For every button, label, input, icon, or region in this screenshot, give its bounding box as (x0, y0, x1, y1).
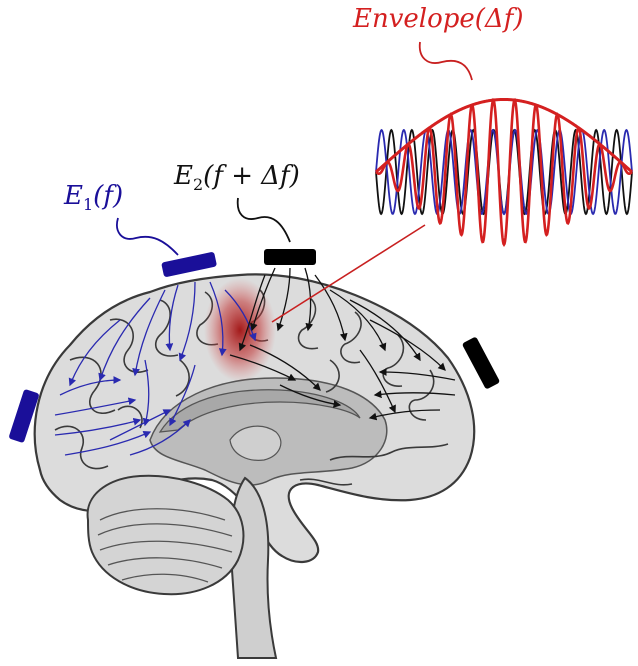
electrode-e2-top (264, 249, 316, 265)
electrode-e2-right (462, 337, 500, 389)
e2-label-main: E (174, 161, 193, 191)
e1-label-arg: (f) (93, 181, 124, 211)
electrode-e1-top (161, 252, 217, 277)
wave-e1 (375, 128, 633, 216)
electrodes (9, 249, 500, 443)
envelope-label: Envelope(Δf) (353, 6, 524, 32)
e2-label: E2(f + Δf) (174, 163, 300, 193)
focus-connector (271, 224, 426, 323)
brain (33, 273, 476, 659)
envelope-curve (374, 97, 634, 174)
e1-label-main: E (64, 181, 83, 211)
wave-sum (375, 97, 633, 248)
leader-lines (116, 41, 473, 256)
waveform (374, 97, 634, 248)
e2-label-arg: (f + Δf) (203, 161, 300, 191)
thalamus (229, 425, 282, 461)
leader-e2 (236, 197, 291, 243)
e1-label-sub: 1 (82, 195, 94, 214)
e2-label-sub: 2 (192, 175, 204, 194)
electrode-e1-left (9, 389, 39, 443)
envelope-label-text: Envelope(Δf) (353, 4, 524, 34)
e1-label: E1(f) (64, 183, 123, 213)
corpus-callosum (158, 389, 361, 433)
leader-e1 (116, 217, 179, 256)
cerebellum-folia (97, 508, 233, 583)
leader-envelope (418, 41, 473, 81)
field-lines-e2 (229, 267, 456, 421)
field-lines-e1 (54, 281, 257, 456)
cerebellum (86, 474, 245, 596)
